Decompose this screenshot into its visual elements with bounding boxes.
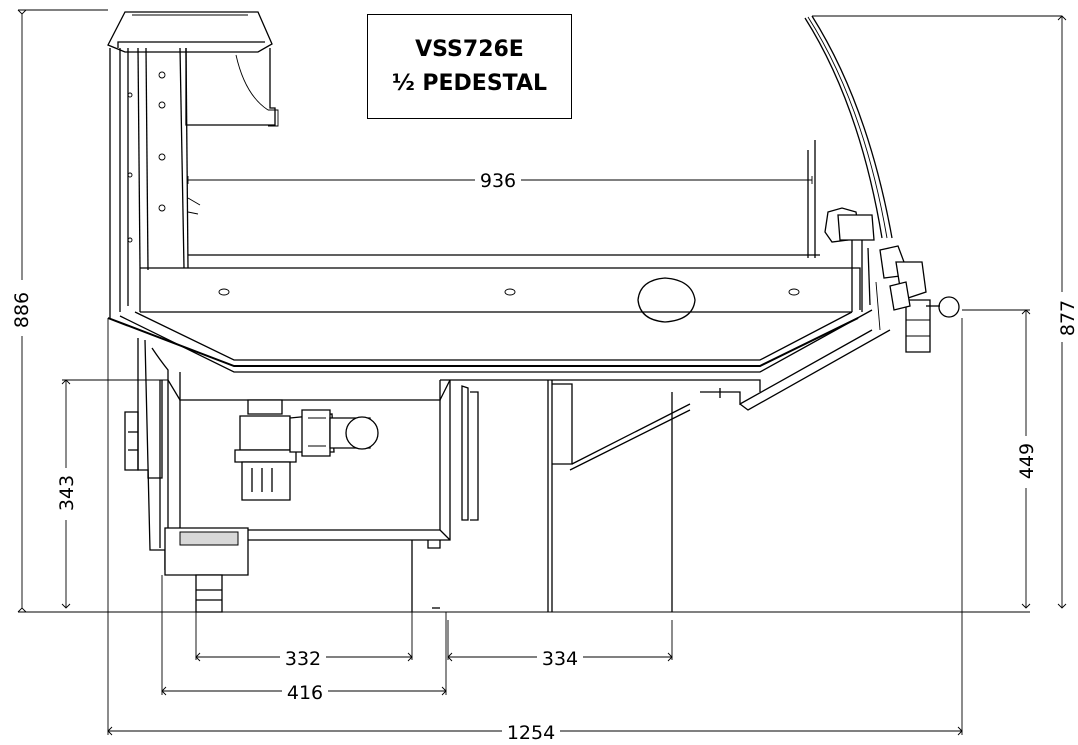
dim-332: 332 <box>285 648 321 670</box>
dim-877: 877 <box>1057 300 1078 336</box>
dimension-labels: 936 886 877 343 449 332 334 416 1254 <box>10 169 1078 744</box>
model-variant: ½ PEDESTAL <box>391 70 548 96</box>
front-glass <box>804 15 893 239</box>
cabinet-body <box>107 11 891 411</box>
model-name: VSS726E <box>415 36 524 62</box>
pedestal-base <box>124 338 691 613</box>
dim-334: 334 <box>542 648 578 670</box>
dim-416: 416 <box>287 682 323 704</box>
dim-886: 886 <box>11 292 33 328</box>
dim-936: 936 <box>480 170 516 192</box>
dim-449: 449 <box>1016 443 1038 479</box>
dim-343: 343 <box>56 475 78 511</box>
dimension-lines <box>17 9 1067 736</box>
dim-1254: 1254 <box>507 722 555 744</box>
front-rail-assembly <box>824 207 960 353</box>
model-title-box: VSS726E ½ PEDESTAL <box>367 14 572 119</box>
